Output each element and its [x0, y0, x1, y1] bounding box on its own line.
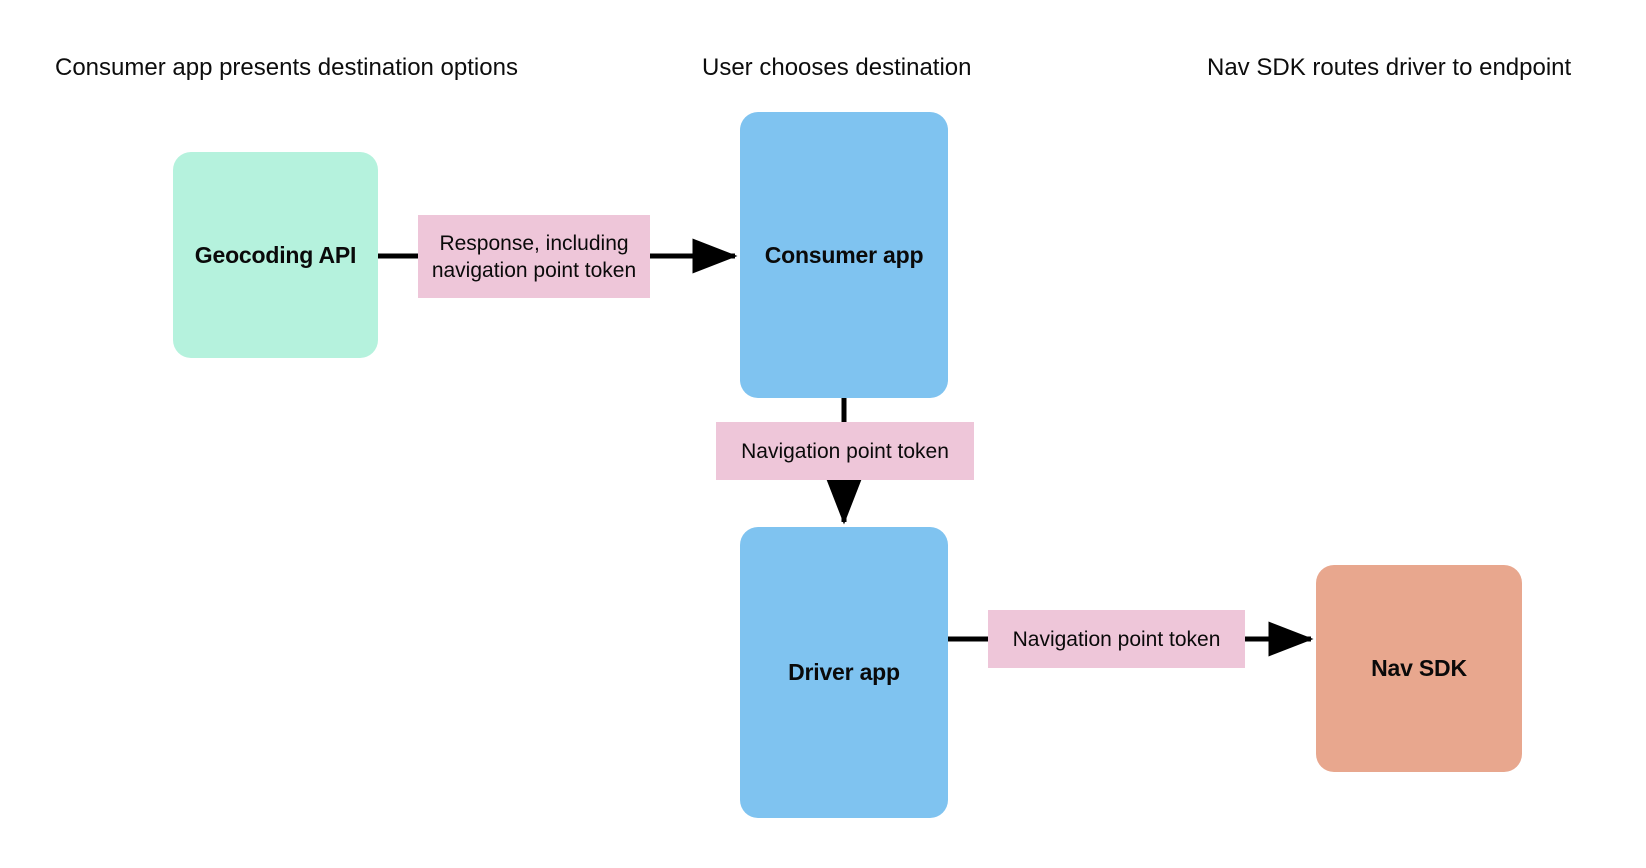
- edge-label-response-including-navigation-point-token: Response, including navigation point tok…: [418, 215, 650, 298]
- edge-label-text-consumer-to-driver: Navigation point token: [741, 439, 949, 463]
- node-geocoding-api[interactable]: Geocoding API: [173, 152, 378, 358]
- column-header-nav-sdk-routes-driver-to-endpoint: Nav SDK routes driver to endpoint: [1207, 54, 1572, 81]
- column-header-consumer-app-presents-destination-options: Consumer app presents destination option…: [55, 54, 518, 81]
- column-header-user-chooses-destination: User chooses destination: [702, 54, 972, 81]
- node-geocoding-api-label: Geocoding API: [194, 241, 357, 268]
- node-driver-app-label: Driver app: [788, 659, 900, 685]
- node-nav-sdk-label: Nav SDK: [1371, 655, 1467, 681]
- node-driver-app[interactable]: Driver app: [740, 527, 948, 818]
- node-consumer-app-label: Consumer app: [764, 241, 924, 268]
- node-nav-sdk[interactable]: Nav SDK: [1316, 565, 1522, 772]
- edge-label-navigation-point-token-driver-to-navsdk: Navigation point token: [988, 610, 1245, 668]
- edge-label-text-geocoding-to-consumer: Response, including navigation point tok…: [431, 231, 637, 282]
- edge-label-text-driver-to-navsdk: Navigation point token: [1012, 627, 1221, 651]
- node-consumer-app[interactable]: Consumer app: [740, 112, 948, 398]
- edge-label-navigation-point-token-consumer-to-driver: Navigation point token: [716, 422, 974, 480]
